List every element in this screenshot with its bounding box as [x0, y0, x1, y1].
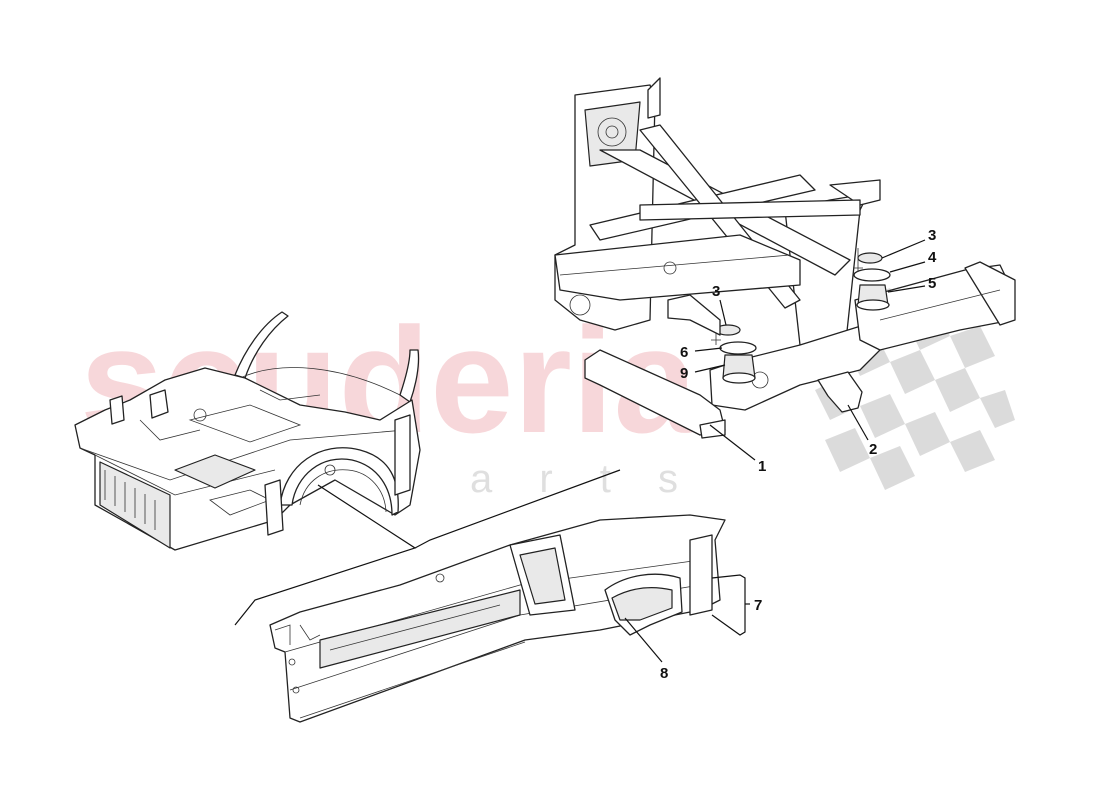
callout-3a: 3	[712, 283, 720, 300]
callout-5: 5	[928, 275, 936, 292]
callout-7: 7	[754, 597, 762, 614]
callout-leader-3a	[719, 299, 727, 326]
callout-leader-6	[694, 347, 723, 352]
front-body-shell	[74, 311, 421, 551]
callout-3b: 3	[928, 227, 936, 244]
callout-leader-3b	[881, 239, 926, 259]
callout-leader-2	[847, 404, 869, 441]
rear-subframe	[554, 77, 1016, 439]
assembly-leader	[234, 484, 417, 626]
callout-bracket-7	[711, 574, 746, 636]
side-member-assembly	[269, 514, 726, 723]
callout-2: 2	[869, 441, 877, 458]
callout-leader-4	[889, 261, 926, 273]
callout-8: 8	[660, 665, 668, 682]
callout-6: 6	[680, 344, 688, 361]
callout-leader-5	[887, 285, 926, 293]
callout-4: 4	[928, 249, 937, 266]
callout-leader-9	[694, 364, 726, 373]
assembly-leader-2	[414, 469, 621, 549]
callout-leader-8	[624, 617, 663, 663]
callout-9: 9	[680, 365, 688, 382]
watermark-sub: a r t s	[470, 457, 696, 501]
callout-1: 1	[758, 458, 766, 475]
callout-leader-1	[709, 424, 756, 461]
